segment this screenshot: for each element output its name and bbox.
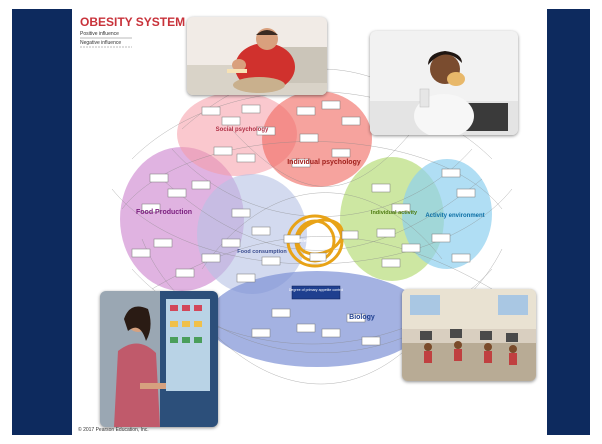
legend-negative: Negative influence	[80, 40, 122, 46]
cluster-map: Degree of primary appetite control Indiv…	[111, 68, 513, 384]
photo-man-eating-on-couch	[187, 17, 327, 95]
cluster-labels: Individual psychology Food Production Fo…	[136, 127, 485, 321]
diagram-panel: OBESITY SYSTEM Positive influence Negati…	[72, 9, 547, 435]
photo-man-illustration	[187, 28, 327, 95]
concept-boxes	[131, 100, 476, 346]
cluster-label-biology: Biology	[349, 314, 375, 321]
diagram-title: OBESITY SYSTEM	[80, 15, 186, 29]
cluster-label-individual-activity: Individual activity	[371, 210, 418, 216]
photo-office-illustration	[402, 289, 536, 381]
cluster-label-energy-balance: Energy balance	[299, 238, 333, 243]
cluster-label-food-consumption: Food consumption	[237, 249, 287, 255]
copyright-credit: © 2017 Pearson Education, Inc.	[78, 427, 149, 433]
photo-vending-illustration	[114, 291, 218, 427]
photo-woman-illustration	[370, 51, 518, 135]
slide: OBESITY SYSTEM Positive influence Negati…	[12, 9, 590, 435]
photo-woman-at-vending-machine	[100, 291, 218, 427]
legend-lines	[80, 37, 132, 48]
cluster-label-social-psychology: Social psychology	[216, 127, 269, 133]
central-box	[291, 285, 341, 300]
photo-office-workers-at-desks	[402, 289, 536, 381]
cluster-blob-activity-environment	[402, 159, 492, 269]
legend-positive: Positive influence	[80, 31, 119, 37]
cluster-label-food-production: Food Production	[136, 209, 192, 216]
cluster-label-individual-psychology: Individual psychology	[287, 159, 361, 166]
photo-woman-eating-at-laptop	[370, 31, 518, 135]
cluster-label-activity-environment: Activity environment	[425, 213, 484, 219]
central-box-label: Degree of primary appetite control	[289, 288, 344, 292]
